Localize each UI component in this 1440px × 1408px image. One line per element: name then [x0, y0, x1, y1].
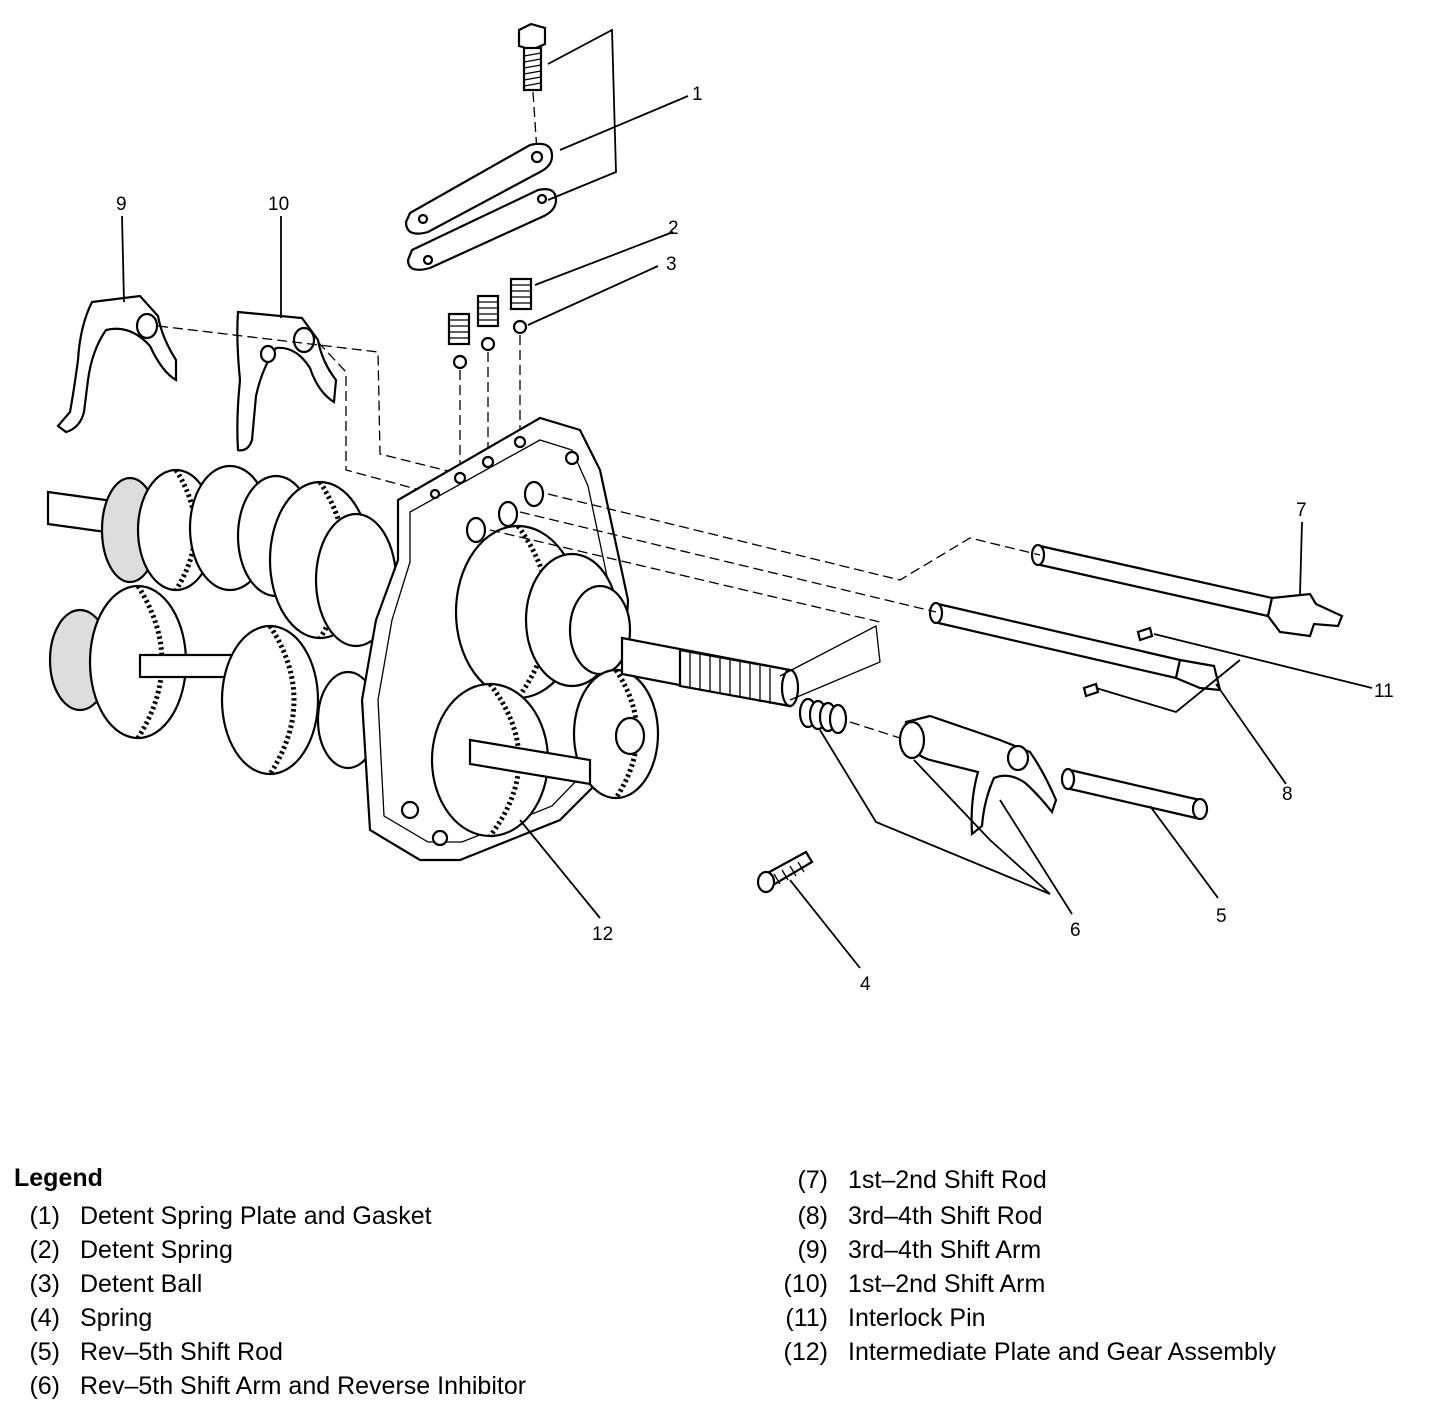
callout-8: 8: [1282, 784, 1293, 805]
callout-3: 3: [666, 254, 677, 275]
legend-num: (8): [797, 1202, 828, 1230]
legend-item: (2) Detent Spring: [4, 1236, 233, 1265]
legend-item: (11) Interlock Pin: [762, 1304, 986, 1333]
legend-num: (10): [783, 1270, 828, 1298]
output-shaft: [468, 636, 800, 786]
legend-item: (12) Intermediate Plate and Gear Assembly: [762, 1338, 1276, 1367]
legend-label: 1st–2nd Shift Arm: [848, 1270, 1046, 1298]
leader-lines: [519, 521, 1373, 969]
legend-item: (3) Detent Ball: [4, 1270, 202, 1299]
legend-num: (4): [29, 1304, 60, 1332]
shift-rod-8: [928, 601, 1222, 692]
legend-item: (10) 1st–2nd Shift Arm: [762, 1270, 1046, 1299]
rod-spring: [798, 697, 848, 735]
legend-num: (2): [29, 1236, 60, 1264]
legend-label: Detent Ball: [80, 1270, 203, 1298]
plate-gears: [430, 524, 660, 838]
detent-spring-plate: [404, 142, 558, 271]
legend-num: (12): [783, 1338, 828, 1366]
legend-item: (5) Rev–5th Shift Rod: [4, 1338, 283, 1367]
shift-arm-10: [236, 310, 338, 452]
legend-item: (6) Rev–5th Shift Arm and Reverse Inhibit…: [4, 1372, 526, 1401]
legend-label: Interlock Pin: [848, 1304, 986, 1332]
callout-4: 4: [860, 974, 871, 995]
legend-item: (9) 3rd–4th Shift Arm: [762, 1236, 1041, 1265]
legend-label: Rev–5th Shift Rod: [80, 1338, 283, 1366]
bolt: [517, 22, 547, 153]
callout-10: 10: [268, 194, 289, 215]
counter-shaft: [48, 584, 380, 776]
legend-item: (4) Spring: [4, 1304, 152, 1333]
callout-6: 6: [1070, 920, 1081, 941]
legend-num: (6): [29, 1372, 60, 1400]
legend-item: (8) 3rd–4th Shift Rod: [762, 1202, 1043, 1231]
callout-5: 5: [1216, 906, 1227, 927]
callout-12: 12: [592, 924, 613, 945]
legend-num: (11): [785, 1304, 828, 1332]
callout-2: 2: [668, 218, 679, 239]
legend-label: Spring: [80, 1304, 153, 1332]
legend-label: Detent Spring: [80, 1236, 233, 1264]
callout-1: 1: [692, 84, 703, 105]
legend-item: (1) Detent Spring Plate and Gasket: [4, 1202, 432, 1231]
spring-4: [756, 850, 814, 894]
legend-num: (9): [797, 1236, 828, 1264]
rev-5th-shift-rod: [1060, 767, 1209, 821]
detent-springs: [447, 277, 533, 346]
legend-label: Rev–5th Shift Arm and Reverse Inhibitor: [80, 1372, 527, 1400]
legend-title: Legend: [14, 1164, 103, 1192]
detent-balls: [452, 319, 528, 370]
callout-11: 11: [1374, 681, 1394, 702]
legend-item: (7) 1st–2nd Shift Rod: [762, 1166, 1047, 1195]
shift-rod-7: [1030, 543, 1344, 638]
legend-label: 3rd–4th Shift Arm: [848, 1236, 1042, 1264]
exploded-view-diagram: 1 2 3 4 5 6 7 8 9 10 11 12: [46, 22, 1394, 995]
callout-7: 7: [1296, 500, 1307, 521]
legend-num: (3): [29, 1270, 60, 1298]
legend-num: (5): [29, 1338, 60, 1366]
interlock-pins: [1082, 626, 1154, 698]
shift-arm-9: [56, 294, 178, 434]
legend-num: (7): [797, 1166, 828, 1194]
rev-5th-shift-arm: [898, 714, 1058, 837]
legend-num: (1): [29, 1202, 60, 1230]
legend-label: 3rd–4th Shift Rod: [848, 1202, 1043, 1230]
legend-label: Intermediate Plate and Gear Assembly: [848, 1338, 1277, 1366]
legend-label: 1st–2nd Shift Rod: [848, 1166, 1047, 1194]
callout-9: 9: [116, 194, 127, 215]
legend-label: Detent Spring Plate and Gasket: [80, 1202, 432, 1230]
main-shaft: [46, 464, 398, 648]
